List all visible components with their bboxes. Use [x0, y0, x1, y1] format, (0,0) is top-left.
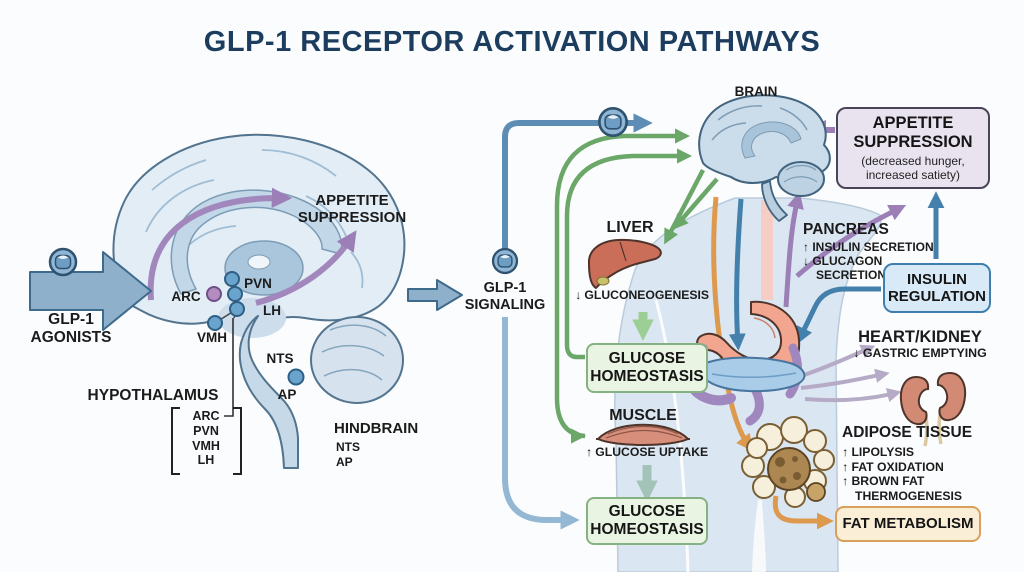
hypothalamus-label: HYPOTHALAMUS	[87, 387, 219, 404]
glucose-feedback-line-2	[554, 128, 691, 439]
adipose-effects-list: ↑ LIPOLYSIS ↑ FAT OXIDATION ↑ BROWN FAT …	[842, 445, 962, 503]
bracket-left	[171, 407, 180, 475]
ap-label: AP	[277, 387, 297, 402]
muscle-label: MUSCLE	[609, 407, 677, 424]
gastric-emptying-label: ↓ GASTRIC EMPTYING	[853, 346, 987, 360]
glucose-feedback-line-1	[564, 148, 693, 360]
hypothalamus-nuclei-list: ARC PVN VMH LH	[192, 409, 220, 468]
brain-to-pancreas-line	[728, 198, 746, 351]
adipose-tissue-label: ADIPOSE TISSUE	[842, 424, 973, 441]
hindbrain-label: HINDBRAIN	[334, 420, 419, 437]
pvn-label: PVN	[244, 276, 272, 291]
glp1-to-glucose-line	[502, 317, 580, 530]
bracket-right	[233, 407, 242, 475]
kidney-arrow-3	[804, 388, 902, 403]
heart-kidney-label: HEART/KIDNEY	[858, 328, 982, 346]
brain-label: BRAIN	[734, 84, 778, 99]
glucose-homeostasis-box-1: GLUCOSE HOMEOSTASIS	[586, 343, 708, 393]
liver-icon	[587, 238, 662, 289]
glucose-homeostasis-box-2: GLUCOSE HOMEOSTASIS	[586, 497, 708, 545]
pancreas-label: PANCREAS	[803, 221, 889, 238]
vmh-label: VMH	[197, 330, 227, 345]
brain-to-liver-arrow-2	[672, 177, 719, 230]
glucose-box-2-label: GLUCOSE HOMEOSTASIS	[590, 503, 704, 538]
appetite-suppression-label-left: APPETITE SUPPRESSION	[297, 192, 407, 227]
brainstem	[238, 315, 299, 469]
arc-label: ARC	[171, 289, 201, 304]
appetite-suppression-box: APPETITE SUPPRESSION (decreased hunger, …	[836, 107, 990, 189]
nts-label: NTS	[266, 351, 294, 366]
ventricle	[247, 254, 271, 270]
appetite-box-subtitle: (decreased hunger, increased satiety)	[861, 153, 965, 182]
gluconeogenesis-label: ↓ GLUCONEOGENESIS	[574, 288, 710, 302]
glp1-agonist-arrow	[29, 251, 152, 331]
glucose-uptake-label: ↑ GLUCOSE UPTAKE	[585, 445, 709, 459]
fat-box-label: FAT METABOLISM	[842, 515, 974, 533]
arc-dot	[206, 286, 222, 302]
nuclei-dots	[206, 271, 305, 417]
liver-label: LIVER	[606, 219, 654, 236]
kidney-arrow-1	[800, 344, 876, 378]
muscle-icon	[596, 423, 690, 446]
glp1-to-brain-line	[502, 113, 653, 251]
insulin-box-label: INSULIN REGULATION	[887, 270, 987, 305]
brain-icon	[698, 94, 831, 222]
glp1-signaling-label: GLP-1 SIGNALING	[464, 280, 546, 313]
pancreas-to-appetite-line	[795, 204, 907, 278]
lh-label: LH	[263, 303, 281, 318]
signaling-arrow	[407, 279, 463, 311]
gut-to-brain-line	[783, 191, 804, 308]
insulin-regulation-box: INSULIN REGULATION	[883, 263, 991, 313]
glp1-agonists-label: GLP-1 AGONISTS	[30, 311, 112, 346]
cerebellum	[310, 316, 404, 404]
glucose-box-1-label: GLUCOSE HOMEOSTASIS	[590, 350, 704, 385]
fat-metabolism-box: FAT METABOLISM	[835, 506, 981, 542]
appetite-pathway-arrows	[147, 187, 357, 306]
appetite-box-title: APPETITE SUPPRESSION	[853, 113, 973, 151]
hindbrain-nuclei-list: NTS AP	[336, 440, 360, 469]
adipose-to-fat-arrow	[772, 495, 834, 530]
kidney-arrow-2	[800, 368, 890, 390]
pathway-lines	[502, 113, 945, 530]
pancreas-effects-list: ↑ INSULIN SECRETION ↓ GLUCAGON SECRETION	[803, 240, 934, 282]
page-title: GLP-1 RECEPTOR ACTIVATION PATHWAYS	[203, 26, 821, 58]
insulin-to-pancreas-line	[796, 286, 881, 345]
adipose-icon	[741, 416, 835, 508]
kidneys-icon	[899, 371, 967, 447]
